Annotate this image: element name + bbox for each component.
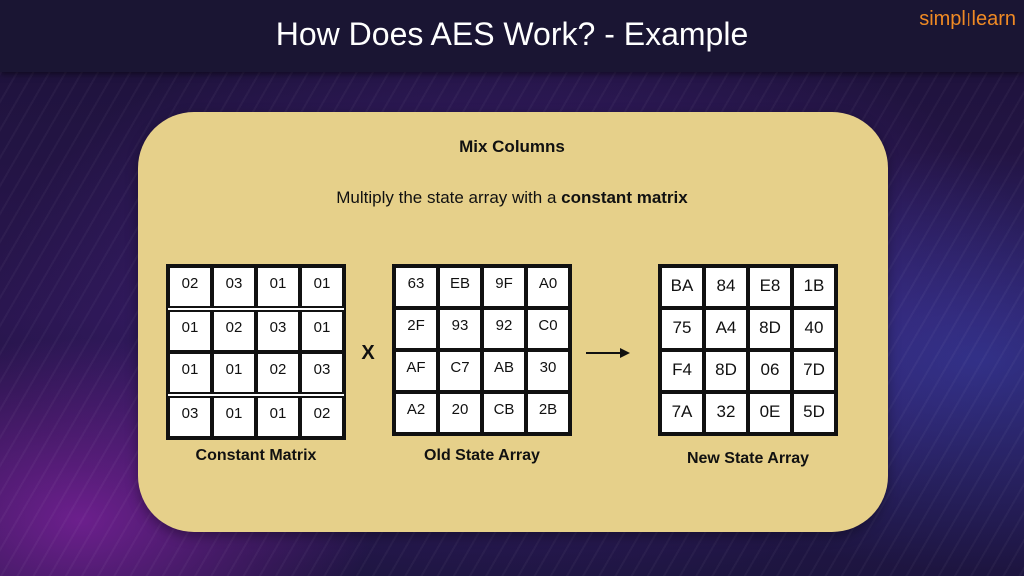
logo-mark-icon: | — [966, 10, 971, 26]
matrix-cell: 32 — [704, 392, 748, 434]
matrix-row: A2 20 CB 2B — [394, 392, 570, 434]
constant-matrix: 02 03 01 01 01 02 03 01 01 01 02 03 03 0… — [166, 264, 346, 440]
section-subtitle: Multiply the state array with a constant… — [0, 187, 1024, 209]
matrix-row: 02 03 01 01 — [168, 266, 344, 308]
matrix-cell: 03 — [212, 266, 256, 308]
matrix-row: 2F 93 92 C0 — [394, 308, 570, 350]
matrix-cell: 02 — [256, 352, 300, 394]
new-state-label: New State Array — [686, 450, 810, 467]
matrix-cell: 01 — [168, 310, 212, 352]
logo-text-right: learn — [971, 8, 1016, 30]
new-state-matrix: BA 84 E8 1B 75 A4 8D 40 F4 8D 06 7D 7A 3… — [658, 264, 838, 436]
matrix-cell: 63 — [394, 266, 438, 308]
matrix-cell: 30 — [526, 350, 570, 392]
matrix-cell: 01 — [300, 266, 344, 308]
page-title: How Does AES Work? - Example — [275, 16, 749, 52]
section-heading: Mix Columns — [459, 137, 565, 156]
matrix-cell: 01 — [212, 396, 256, 438]
old-state-label: Old State Array — [424, 447, 540, 464]
right-arrow-icon — [586, 348, 630, 358]
matrix-cell: AB — [482, 350, 526, 392]
matrix-row: 7A 32 0E 5D — [660, 392, 836, 434]
matrix-row: 03 01 01 02 — [168, 396, 344, 438]
matrix-cell: A4 — [704, 308, 748, 350]
matrix-cell: F4 — [660, 350, 704, 392]
matrix-cell: 7D — [792, 350, 836, 392]
matrix-row: BA 84 E8 1B — [660, 266, 836, 308]
matrix-cell: 2B — [526, 392, 570, 434]
matrix-row: AF C7 AB 30 — [394, 350, 570, 392]
title-bar: How Does AES Work? - Example simpl|learn — [0, 0, 1024, 72]
matrix-row: 63 EB 9F A0 — [394, 266, 570, 308]
matrix-cell: 92 — [482, 308, 526, 350]
old-state-matrix: 63 EB 9F A0 2F 93 92 C0 AF C7 AB 30 A2 2… — [392, 264, 572, 436]
matrix-cell: AF — [394, 350, 438, 392]
matrix-cell: 01 — [256, 266, 300, 308]
matrix-row: 01 01 02 03 — [168, 352, 344, 394]
matrix-cell: 9F — [482, 266, 526, 308]
matrix-row: 01 02 03 01 — [168, 310, 344, 352]
matrix-cell: 03 — [256, 310, 300, 352]
matrix-cell: EB — [438, 266, 482, 308]
matrix-cell: 03 — [168, 396, 212, 438]
matrix-row: F4 8D 06 7D — [660, 350, 836, 392]
matrix-cell: A0 — [526, 266, 570, 308]
matrix-cell: 01 — [300, 310, 344, 352]
matrix-cell: 03 — [300, 352, 344, 394]
matrix-cell: 20 — [438, 392, 482, 434]
matrix-cell: 75 — [660, 308, 704, 350]
matrix-cell: 0E — [748, 392, 792, 434]
matrix-cell: C0 — [526, 308, 570, 350]
subtitle-text: Multiply the state array with a — [336, 188, 562, 207]
constant-matrix-label: Constant Matrix — [195, 447, 317, 464]
matrix-cell: 7A — [660, 392, 704, 434]
matrix-cell: CB — [482, 392, 526, 434]
matrix-cell: 40 — [792, 308, 836, 350]
matrix-cell: 8D — [748, 308, 792, 350]
multiply-operator: X — [361, 342, 375, 364]
matrix-cell: 06 — [748, 350, 792, 392]
matrix-cell: 1B — [792, 266, 836, 308]
matrix-cell: 84 — [704, 266, 748, 308]
matrix-cell: BA — [660, 266, 704, 308]
matrix-cell: 01 — [168, 352, 212, 394]
brand-logo: simpl|learn — [919, 6, 1016, 31]
matrix-cell: A2 — [394, 392, 438, 434]
matrix-cell: E8 — [748, 266, 792, 308]
logo-text-left: simpl — [919, 8, 966, 30]
matrix-cell: 2F — [394, 308, 438, 350]
matrix-cell: 02 — [212, 310, 256, 352]
matrix-cell: 8D — [704, 350, 748, 392]
matrix-cell: 02 — [168, 266, 212, 308]
matrix-row: 75 A4 8D 40 — [660, 308, 836, 350]
matrix-cell: 5D — [792, 392, 836, 434]
matrix-cell: 01 — [212, 352, 256, 394]
subtitle-bold-text: constant matrix — [561, 188, 688, 207]
matrix-cell: 02 — [300, 396, 344, 438]
matrix-cell: 93 — [438, 308, 482, 350]
matrix-cell: C7 — [438, 350, 482, 392]
matrix-cell: 01 — [256, 396, 300, 438]
